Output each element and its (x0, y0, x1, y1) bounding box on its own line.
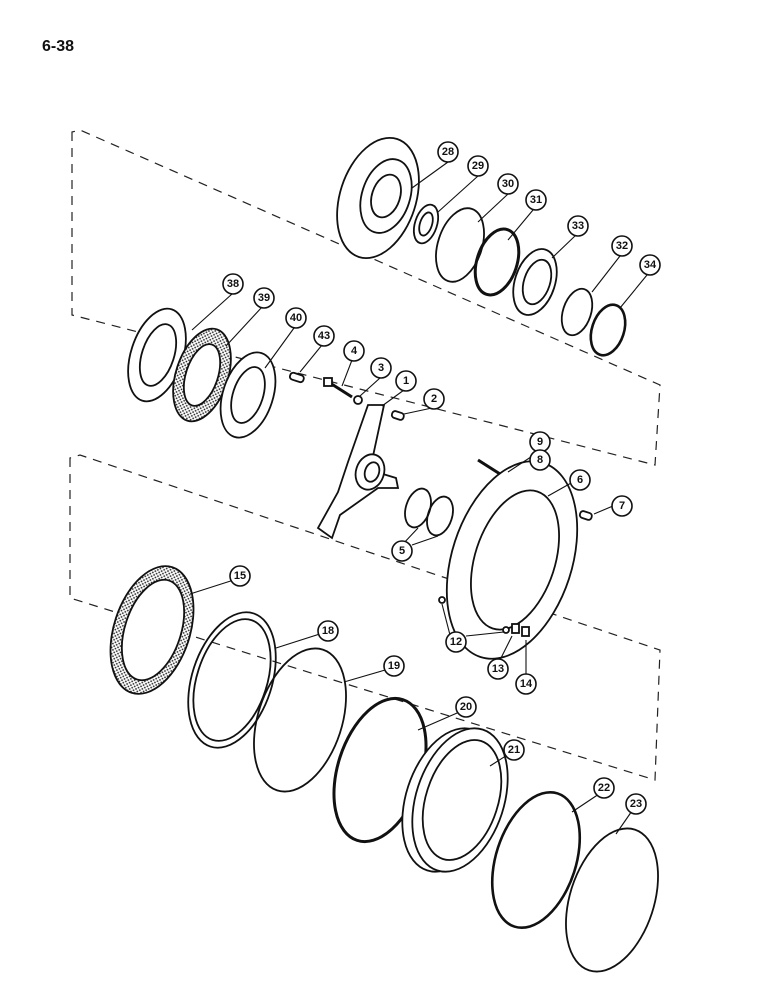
svg-text:9: 9 (537, 436, 543, 448)
svg-text:31: 31 (530, 194, 542, 206)
svg-text:32: 32 (616, 240, 628, 252)
part-9-bolt (477, 458, 501, 476)
callout-29: 29 (467, 155, 489, 177)
svg-text:3: 3 (378, 362, 384, 374)
svg-text:2: 2 (431, 393, 437, 405)
part-7-pin (578, 510, 593, 521)
callout-32: 32 (611, 235, 633, 257)
callout-43: 43 (313, 325, 335, 347)
svg-text:22: 22 (598, 782, 610, 794)
part-31-o-ring (473, 227, 521, 297)
callout-9: 9 (529, 431, 551, 453)
upper-assembly-boundary (71, 129, 661, 466)
part-13-spring (511, 623, 520, 634)
part-4-bolt (323, 377, 353, 399)
callout-15: 15 (229, 565, 251, 587)
svg-text:12: 12 (450, 636, 462, 648)
callout-14: 14 (515, 673, 537, 695)
svg-text:34: 34 (644, 259, 657, 271)
callout-31: 31 (525, 189, 547, 211)
svg-text:18: 18 (322, 625, 334, 637)
part-2-pin (390, 410, 405, 421)
callout-38: 38 (222, 273, 244, 295)
callout-30: 30 (497, 173, 519, 195)
callout-19: 19 (383, 655, 405, 677)
part-21-piston (401, 727, 509, 873)
svg-text:23: 23 (630, 798, 642, 810)
svg-text:33: 33 (572, 220, 584, 232)
svg-text:5: 5 (399, 545, 405, 557)
svg-text:7: 7 (619, 500, 625, 512)
svg-text:30: 30 (502, 178, 514, 190)
part-43-pin (288, 371, 305, 384)
callout-40: 40 (285, 307, 307, 329)
callout-22: 22 (593, 777, 615, 799)
callout-8: 8 (529, 449, 551, 471)
callout-6: 6 (569, 469, 591, 491)
svg-text:28: 28 (442, 146, 454, 158)
svg-text:43: 43 (318, 330, 330, 342)
svg-text:29: 29 (472, 160, 484, 172)
part-12-plug-b (502, 626, 510, 634)
callout-28: 28 (437, 141, 459, 163)
svg-text:19: 19 (388, 660, 400, 672)
lower-assembly-boundary (69, 454, 661, 781)
part-19-ring (253, 647, 347, 793)
svg-text:8: 8 (537, 454, 543, 466)
part-29-seal (412, 203, 440, 245)
part-15-friction-disc (109, 565, 195, 695)
part-23-ring (565, 827, 659, 973)
page-number: 6-38 (42, 38, 75, 55)
callout-1: 1 (395, 370, 417, 392)
svg-text:1: 1 (403, 375, 409, 387)
part-22-o-ring (490, 790, 582, 930)
part-32-ring (560, 287, 594, 337)
svg-text:39: 39 (258, 292, 270, 304)
callout-33: 33 (567, 215, 589, 237)
part-14-ball (521, 626, 530, 637)
callout-7: 7 (611, 495, 633, 517)
svg-text:14: 14 (520, 678, 533, 690)
callout-13: 13 (487, 658, 509, 680)
callout-3: 3 (370, 357, 392, 379)
callout-23: 23 (625, 793, 647, 815)
part-28-housing (336, 136, 420, 260)
part-1-lever (316, 404, 400, 540)
svg-text:4: 4 (351, 345, 358, 357)
svg-text:21: 21 (508, 744, 520, 756)
part-6-housing-plate (445, 460, 579, 660)
part-34-snap-ring (589, 303, 627, 357)
callout-5: 5 (391, 540, 413, 562)
part-12-plug-a (438, 596, 446, 604)
leader-lines (189, 161, 648, 835)
callout-18: 18 (317, 620, 339, 642)
callout-12: 12 (445, 631, 467, 653)
callout-21: 21 (503, 739, 525, 761)
part-18-separator-plate (187, 611, 277, 749)
svg-text:15: 15 (234, 570, 246, 582)
callout-4: 4 (343, 340, 365, 362)
svg-text:20: 20 (460, 701, 472, 713)
part-5-ring-b (426, 495, 454, 537)
svg-text:6: 6 (577, 474, 583, 486)
svg-text:40: 40 (290, 312, 302, 324)
part-3-nut (353, 395, 363, 405)
svg-text:13: 13 (492, 663, 504, 675)
callout-2: 2 (423, 388, 445, 410)
part-40-pressure-plate (219, 351, 277, 439)
callout-34: 34 (639, 254, 661, 276)
part-39-friction-disc (172, 327, 232, 423)
callout-39: 39 (253, 287, 275, 309)
callout-20: 20 (455, 696, 477, 718)
part-33-bearing (512, 248, 558, 316)
svg-text:38: 38 (227, 278, 239, 290)
